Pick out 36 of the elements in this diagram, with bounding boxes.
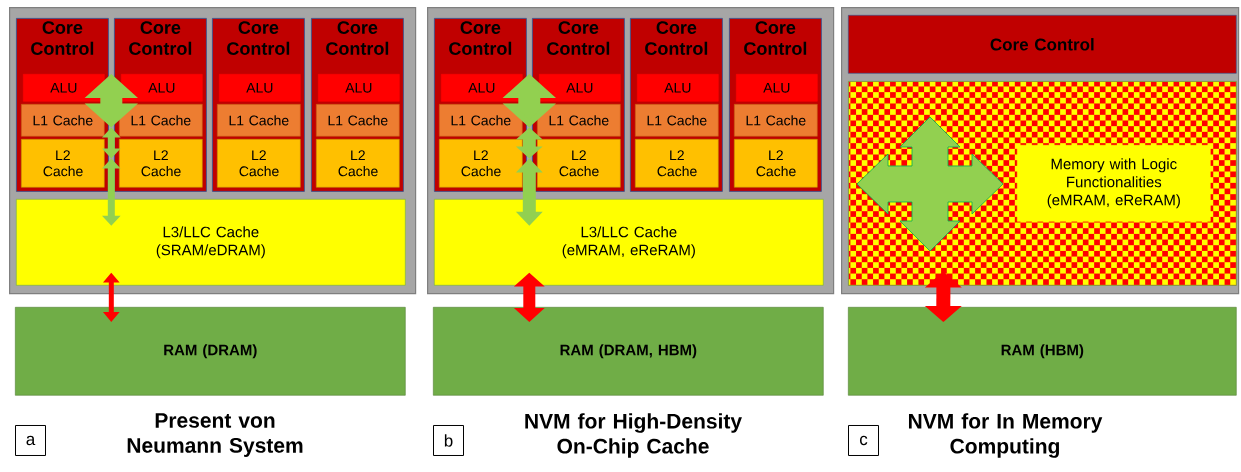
alu-box: ALU [539,74,621,102]
l2-cache-box: L2 Cache [635,139,719,188]
alu-box: ALU [318,74,400,102]
panel-letter-box: b [433,425,464,456]
l2-cache-box: L2 Cache [21,139,105,188]
l3-cache-box: L3/LLC Cache (SRAM/eDRAM) [16,199,406,286]
l1-cache-box: L1 Cache [316,104,400,137]
memory-label-box: Memory with Logic Functionalities (eMRAM, eReRAM) [1017,145,1211,222]
l2-cache-box: L2 Cache [316,139,400,188]
ram-box: RAM (HBM) [848,307,1237,396]
alu-box: ALU [637,74,719,102]
core-control-box: Core Control [848,15,1237,74]
ram-box: RAM (DRAM) [15,307,406,396]
l1-cache-box: L1 Cache [21,104,105,137]
alu-box: ALU [441,74,523,102]
l2-cache-box: L2 Cache [119,139,203,188]
l1-cache-box: L1 Cache [217,104,301,137]
l2-cache-box: L2 Cache [537,139,621,188]
alu-box: ALU [23,74,105,102]
l1-cache-box: L1 Cache [119,104,203,137]
l1-cache-box: L1 Cache [734,104,818,137]
alu-box: ALU [736,74,818,102]
l1-cache-box: L1 Cache [439,104,523,137]
alu-box: ALU [219,74,301,102]
panel-caption: NVM for High-Density On-Chip Cache [525,413,742,458]
panel-letter-box: a [15,425,46,456]
l1-cache-box: L1 Cache [635,104,719,137]
l1-cache-box: L1 Cache [537,104,621,137]
l3-cache-box: L3/LLC Cache (eMRAM, eReRAM) [434,199,824,286]
l2-cache-box: L2 Cache [439,139,523,188]
alu-box: ALU [121,74,203,102]
panel-caption: NVM for In Memory Computing [909,413,1103,458]
l2-cache-box: L2 Cache [734,139,818,188]
l2-cache-box: L2 Cache [217,139,301,188]
panel-letter-box: c [848,425,879,456]
ram-box: RAM (DRAM, HBM) [433,307,824,396]
